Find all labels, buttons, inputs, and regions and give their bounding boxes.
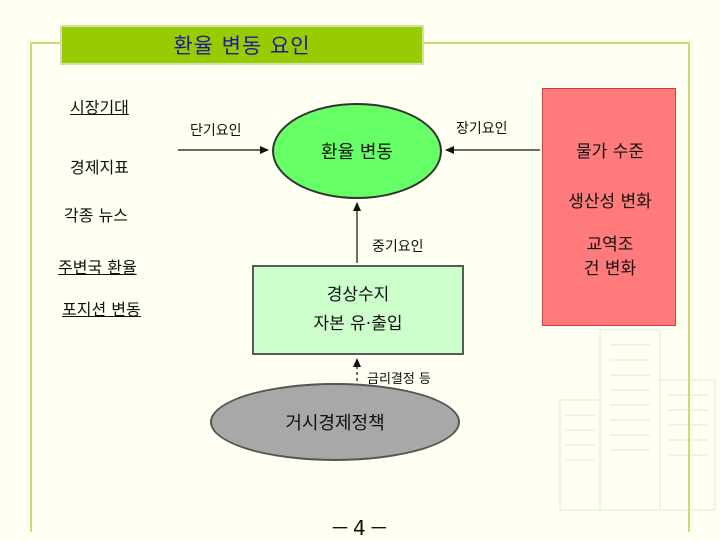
mid-term-label: 중기요인 [372, 239, 424, 255]
left-item-news: 각종 뉴스 [64, 206, 128, 225]
mid-term-factors-box: 경상수지 자본 유·출입 [252, 265, 464, 355]
left-item-neighbor-fx: 주변국 환율 [58, 258, 137, 277]
current-account-text: 경상수지 [326, 285, 390, 305]
page-title: 환율 변동 요인 [60, 25, 424, 65]
macro-policy-ellipse: 거시경제정책 [210, 383, 460, 461]
fx-change-ellipse: 환율 변동 [272, 103, 442, 199]
capital-flow-text: 자본 유·출입 [313, 314, 403, 334]
right-item-terms-of-trade: 교역조건 변화 [583, 235, 637, 279]
left-item-economic-indicators: 경제지표 [70, 158, 129, 177]
short-term-label: 단기요인 [190, 123, 242, 139]
long-term-factors-box: 물가 수준 생산성 변화 교역조건 변화 [542, 88, 676, 326]
long-term-label: 장기요인 [456, 121, 508, 137]
right-item-price-level: 물가 수준 [576, 142, 644, 162]
interest-rate-label: 금리결정 등 [367, 372, 431, 387]
short-term-factors-box: 시장기대 경제지표 각종 뉴스 주변국 환율 포지션 변동 [56, 90, 176, 330]
right-item-productivity: 생산성 변화 [568, 192, 652, 212]
left-item-position-change: 포지션 변동 [62, 300, 141, 319]
page-number: －4－ [330, 516, 392, 540]
left-item-market-expectation: 시장기대 [70, 98, 129, 117]
